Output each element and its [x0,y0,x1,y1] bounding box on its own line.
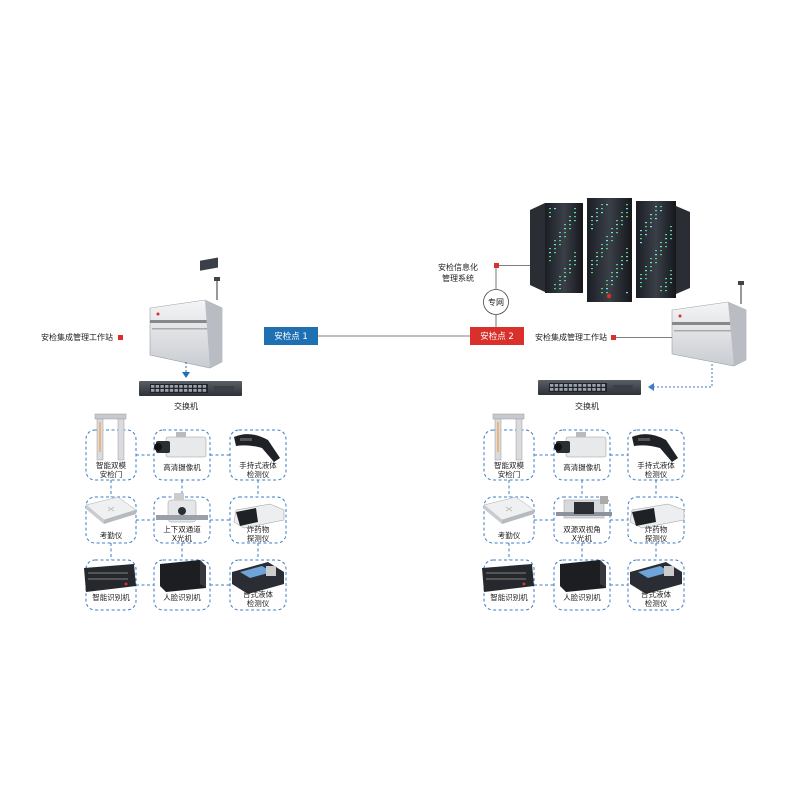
checkpoint-2-device-grid: 智能双模 安检门 高清摄像机 手持式液体 检测仪 考勤仪 双源双视角 X光机 炸… [482,413,685,611]
smart-recognition-machine-icon [84,564,136,592]
explosive-detector-icon [233,503,285,529]
desktop-liquid-detector-icon [232,562,284,594]
desktop-liquid-detector-icon [630,562,682,594]
security-gate-icon [94,413,127,461]
hd-camera-icon [154,432,207,458]
switch-1-icon [139,381,242,396]
rack-logo [606,293,612,299]
device-label-line1: 考勤仪 [100,530,123,540]
device-label-line1: 智能识别机 [92,592,130,602]
checkpoint-2-tag-bg [470,327,524,345]
checkpoint-1-tag: 安检点 1 [264,327,318,345]
device-label-line1: 高清摄像机 [563,462,601,472]
dual-source-xray-icon [556,496,612,519]
attendance-device-icon [85,496,137,524]
info-system-marker [494,263,499,268]
switch-1-label: 交换机 [174,401,198,411]
device-label-line1: 手持式液体 [239,460,277,470]
device-label-line1: 智能双模 [494,460,524,470]
checkpoint-1-device-grid: 智能双模 安检门 高清摄像机 手持式液体 检测仪 考勤仪 上下双通道 X光机 炸… [84,413,287,611]
info-system-label-line2: 管理系统 [442,273,474,283]
handheld-liquid-detector-icon [632,434,678,462]
switch-2-icon [538,380,641,395]
workstation-2-label: 安检集成管理工作站 [535,332,607,342]
arrow-left-icon [648,383,654,391]
workstation-1-icon [149,257,223,369]
device-label-line2: 探测仪 [247,533,270,543]
server-rack-unit [530,203,583,293]
face-recognition-machine-icon [560,560,606,592]
server-rack-icon [530,198,690,302]
checkpoint-1-tag-label: 安检点 1 [274,331,308,342]
hd-camera-icon [554,432,607,458]
device-label-line2: 安检门 [498,469,521,479]
security-gate-icon [492,413,525,461]
device-label-line2: 探测仪 [645,533,668,543]
device-label-line2: 检测仪 [645,469,668,479]
device-label-line1: 智能双模 [96,460,126,470]
switch-2-label: 交换机 [575,401,599,411]
device-label-line1: 双源双视角 [563,524,601,534]
server-rack-unit [587,198,632,302]
device-label-line1: 高清摄像机 [163,462,201,472]
device-label-line1: 手持式液体 [637,460,675,470]
device-label-line1: 智能识别机 [490,592,528,602]
device-label-line1: 炸药物 [247,524,270,534]
device-label-line2: 检测仪 [247,598,270,608]
handheld-liquid-detector-icon [234,434,280,462]
device-label-line2: X光机 [572,533,593,543]
private-network-label: 专网 [488,297,504,307]
device-label-line1: 台式液体 [243,589,273,599]
info-system-label-line1: 安检信息化 [438,262,478,272]
explosive-detector-icon [629,503,685,529]
arrow-down-icon [182,372,190,378]
workstation-1-marker [118,335,123,340]
checkpoint-2-tag-label: 安检点 2 [480,331,514,342]
device-label-line1: 上下双通道 [163,524,201,534]
smart-recognition-machine-icon [482,564,534,592]
workstation-2-arrow [652,364,713,388]
dual-channel-xray-icon [156,493,208,523]
checkpoint-1-tag-bg [264,327,318,345]
device-label-line2: 检测仪 [247,469,270,479]
device-label-line1: 考勤仪 [498,530,521,540]
face-recognition-machine-icon [160,560,206,592]
workstation-2-marker [611,335,616,340]
workstation-2-icon [671,281,747,367]
device-label-line2: 检测仪 [645,598,668,608]
device-label-line1: 人脸识别机 [163,592,201,602]
device-label-line1: 台式液体 [641,589,671,599]
device-label-line1: 人脸识别机 [563,592,601,602]
device-label-line1: 炸药物 [645,524,668,534]
workstation-1-label: 安检集成管理工作站 [41,332,113,342]
device-label-line2: 安检门 [100,469,123,479]
checkpoint-2-tag: 安检点 2 [470,327,524,345]
device-label-line2: X光机 [172,533,193,543]
server-rack-unit [636,201,690,298]
attendance-device-icon [483,496,535,524]
